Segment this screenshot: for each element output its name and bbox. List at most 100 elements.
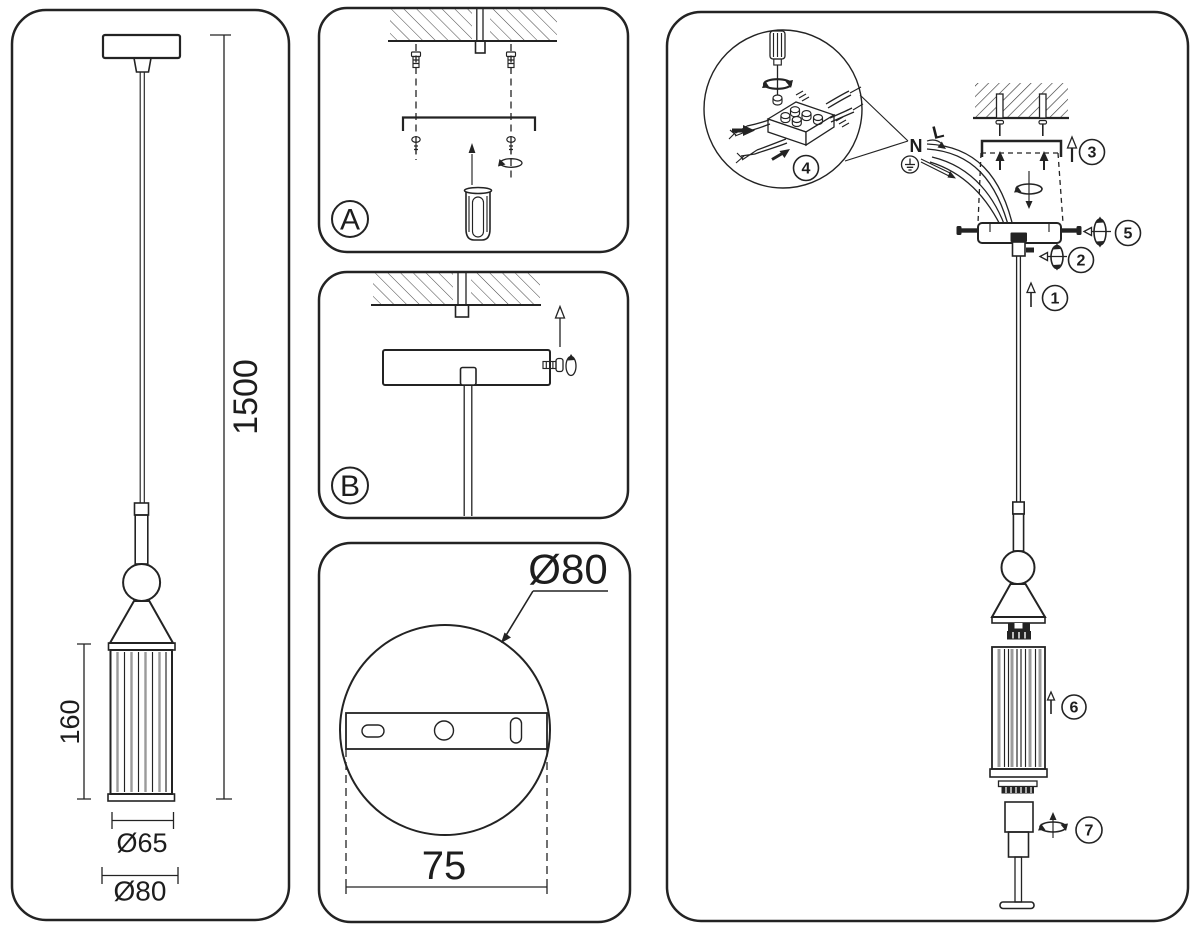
step-b-drawing: B (331, 273, 577, 516)
decor-ball-icon (122, 563, 162, 602)
step-6-arrow-icon (1046, 690, 1056, 714)
rotate-arrow-icon (565, 354, 577, 377)
screw-icon (1038, 119, 1048, 136)
cone-icon (108, 600, 175, 644)
wire-stub (474, 40, 486, 54)
canopy-phantom-outline (977, 152, 1064, 224)
extension-lines (345, 749, 548, 880)
rotate-arrow-icon (1014, 171, 1043, 209)
step-a-label: A (340, 204, 360, 237)
canopy-top-diameter-label: Ø80 (528, 546, 607, 593)
side-screw-icon (542, 357, 564, 373)
assembly-drawing: 4 N L (703, 29, 1142, 910)
motion-marks (835, 116, 850, 128)
panel-frame-step-b (317, 270, 630, 520)
panel-frame-assembly (665, 10, 1190, 923)
dimension-shade-height: 160 (55, 643, 91, 800)
rotate-arrow-icon (762, 78, 793, 90)
bulb-icon (999, 801, 1035, 910)
step-1-label: 1 (1051, 291, 1060, 308)
rotate-arrow-icon (498, 158, 523, 168)
step-b-badge (331, 466, 369, 505)
wiring-detail-bubble: 4 (703, 29, 864, 189)
pendant-dimension-drawing: 1500 160 Ø65 Ø80 (55, 33, 265, 907)
up-arrow-icon (468, 143, 476, 185)
ground-arrow-icon (920, 158, 956, 179)
wire-neutral-label: N (910, 136, 923, 156)
terminal-screws (772, 94, 824, 128)
panel-frame-canopy-view (317, 541, 632, 924)
shade-bottom-rim (107, 793, 176, 802)
step-5-badge (1114, 219, 1142, 247)
step-7-rotate-icon (1038, 812, 1068, 838)
ground-symbol-icon (900, 155, 920, 174)
step-1-arrow-icon (1026, 281, 1036, 307)
shade-bottom-rim (989, 768, 1048, 778)
drop-length-label: 1500 (227, 359, 265, 435)
anchor-slot (1038, 93, 1047, 119)
canopy-diameter-label: Ø80 (114, 876, 167, 907)
cord-grip-nut (1010, 232, 1027, 242)
anchor-slot (995, 93, 1004, 119)
wire-stub (454, 304, 470, 318)
up-arrow-icon (554, 304, 566, 347)
panel-frame-dimensions (10, 8, 291, 922)
detail-leader-lines (844, 94, 909, 162)
screw-icon (995, 119, 1005, 136)
wall-anchor-icon (410, 51, 422, 69)
step-4-label: 4 (802, 161, 811, 178)
mounting-bracket-icon (980, 139, 1063, 157)
step-7-label: 7 (1085, 823, 1094, 840)
canopy-outline (339, 624, 551, 836)
dimension-hole-spacing: 75 (345, 844, 548, 894)
retaining-ring-icon (997, 780, 1038, 794)
fasten-arrow-icon (1039, 151, 1049, 170)
dimension-canopy-diameter-top: Ø80 (501, 546, 608, 643)
step-3-arrow-icon (1066, 135, 1078, 162)
screw-icon (411, 136, 421, 154)
ceiling-hatch (975, 83, 1068, 118)
suspension-wire (1015, 256, 1022, 502)
lamp-socket-icon (1007, 623, 1031, 640)
step-2-screw-rotate-icon (1026, 243, 1067, 271)
stem-rod (134, 514, 149, 565)
fasten-arrow-icon (995, 151, 1005, 170)
ribbed-shade-icon (109, 649, 173, 795)
step-a-badge (331, 200, 369, 238)
wires-right (795, 86, 864, 128)
wire-live-label: L (930, 121, 946, 143)
wall-anchor-icon (505, 51, 517, 69)
mains-wire (457, 273, 467, 305)
shade-diameter-label: Ø65 (116, 828, 167, 858)
step-1-badge (1041, 284, 1069, 312)
ceiling-hatch (390, 9, 472, 41)
cord-grip-body (1011, 241, 1026, 257)
screwdriver-icon (769, 30, 786, 96)
step-3-badge (1078, 138, 1106, 166)
slot-hole-icon (361, 724, 385, 738)
step-4-badge (792, 154, 820, 182)
step-6-label: 6 (1070, 700, 1079, 717)
canopy-icon (101, 33, 182, 60)
panel-frame-step-a (317, 6, 630, 254)
side-screw-icon (1062, 226, 1082, 235)
mounting-bracket-icon (401, 116, 537, 131)
dimension-shade-diameter: Ø65 (111, 812, 175, 858)
center-hole-icon (433, 720, 455, 741)
step-5-label: 5 (1124, 226, 1133, 243)
step-6-badge (1061, 694, 1087, 720)
step-3-label: 3 (1088, 145, 1097, 162)
hole-spacing-label: 75 (422, 844, 467, 888)
step-b-label: B (340, 470, 360, 503)
ribbed-shade-icon (991, 646, 1046, 770)
step-7-badge (1075, 816, 1103, 844)
cone-icon (990, 583, 1047, 618)
stem-rod (1012, 513, 1025, 552)
hanging-rod (463, 385, 473, 516)
motion-marks (795, 90, 810, 102)
dimension-drop-length: 1500 (210, 34, 265, 800)
terminal-block-icon (766, 94, 836, 147)
screw-icon (506, 136, 516, 154)
shade-top-rim (107, 642, 176, 651)
